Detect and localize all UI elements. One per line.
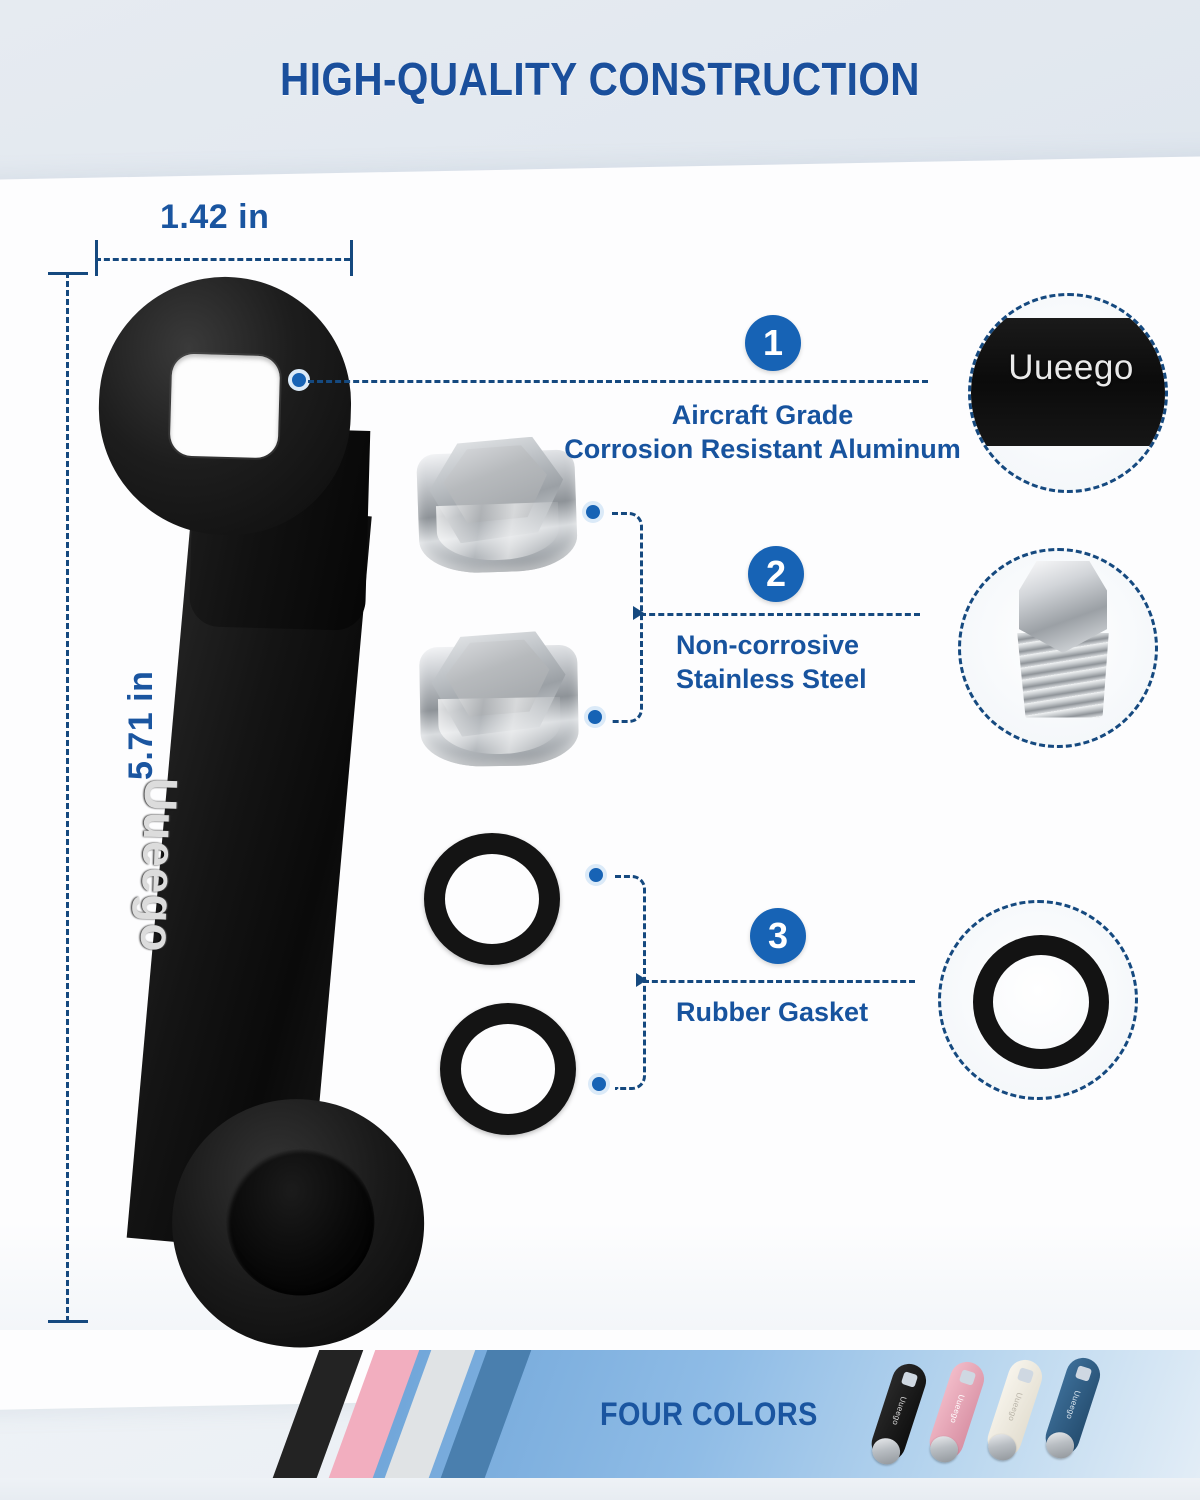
- stainless-plug-bottom: [419, 631, 580, 770]
- logo-plate: [971, 318, 1165, 446]
- page-title: HIGH-QUALITY CONSTRUCTION: [280, 53, 920, 105]
- callout-1-anchor-dot: [288, 369, 310, 391]
- four-colors-footer: FOUR COLORS Uueego Uueego Uueego: [0, 1350, 1200, 1500]
- callout-2-arrow-icon: [633, 606, 644, 620]
- callout-1-lead-line: [308, 380, 928, 383]
- wrench-head: [95, 273, 355, 539]
- logo-engraving-detail-circle: Uueego: [968, 293, 1168, 493]
- stainless-plug-detail-circle: [958, 548, 1158, 748]
- callout-1-text-line2: Corrosion Resistant Aluminum: [564, 434, 961, 464]
- height-dimension-tick-bottom: [48, 1320, 88, 1323]
- callout-3-arrow-icon: [636, 973, 647, 987]
- detail-inner: [961, 551, 1155, 745]
- callout-2-badge: 2: [748, 546, 804, 602]
- callout-1-badge: 1: [745, 315, 801, 371]
- width-dimension-tick-right: [350, 240, 353, 276]
- rubber-gasket-bottom: [440, 1003, 576, 1135]
- callout-3-anchor-dot-top: [585, 864, 607, 886]
- detail-inner: [941, 903, 1135, 1097]
- product-wrench: Uueego: [74, 273, 443, 1359]
- rubber-gasket-detail-circle: [938, 900, 1138, 1100]
- callout-3-text-line1: Rubber Gasket: [676, 997, 869, 1027]
- stainless-plug-top: [416, 435, 579, 576]
- detail-inner: Uueego: [971, 296, 1165, 490]
- rubber-gasket-top: [424, 833, 560, 965]
- callout-3-badge: 3: [750, 908, 806, 964]
- four-colors-label: FOUR COLORS: [600, 1396, 818, 1432]
- callout-3-lead-line: [643, 980, 915, 983]
- callout-3-anchor-dot-bottom: [588, 1073, 610, 1095]
- callout-2-text-line2: Stainless Steel: [676, 664, 867, 694]
- callout-1-text-line1: Aircraft Grade: [671, 400, 854, 430]
- width-dimension-line: [95, 258, 350, 261]
- logo-detail-text: Uueego: [1008, 348, 1134, 387]
- width-dimension-label: 1.42 in: [160, 198, 270, 236]
- footer-base-strip: [0, 1478, 1200, 1500]
- callout-2-anchor-dot-top: [582, 501, 604, 523]
- width-dimension-tick-left: [95, 240, 98, 276]
- plug-detail-graphic: [1011, 561, 1115, 721]
- callout-2-text-line1: Non-corrosive: [676, 630, 860, 660]
- callout-2-lead-line: [640, 613, 920, 616]
- callout-2-anchor-dot-bottom: [584, 706, 606, 728]
- gasket-detail-graphic: [973, 935, 1109, 1069]
- wrench-bore: [219, 1140, 382, 1303]
- height-dimension-line: [66, 272, 69, 1322]
- wrench-square-drive-hole: [169, 353, 281, 459]
